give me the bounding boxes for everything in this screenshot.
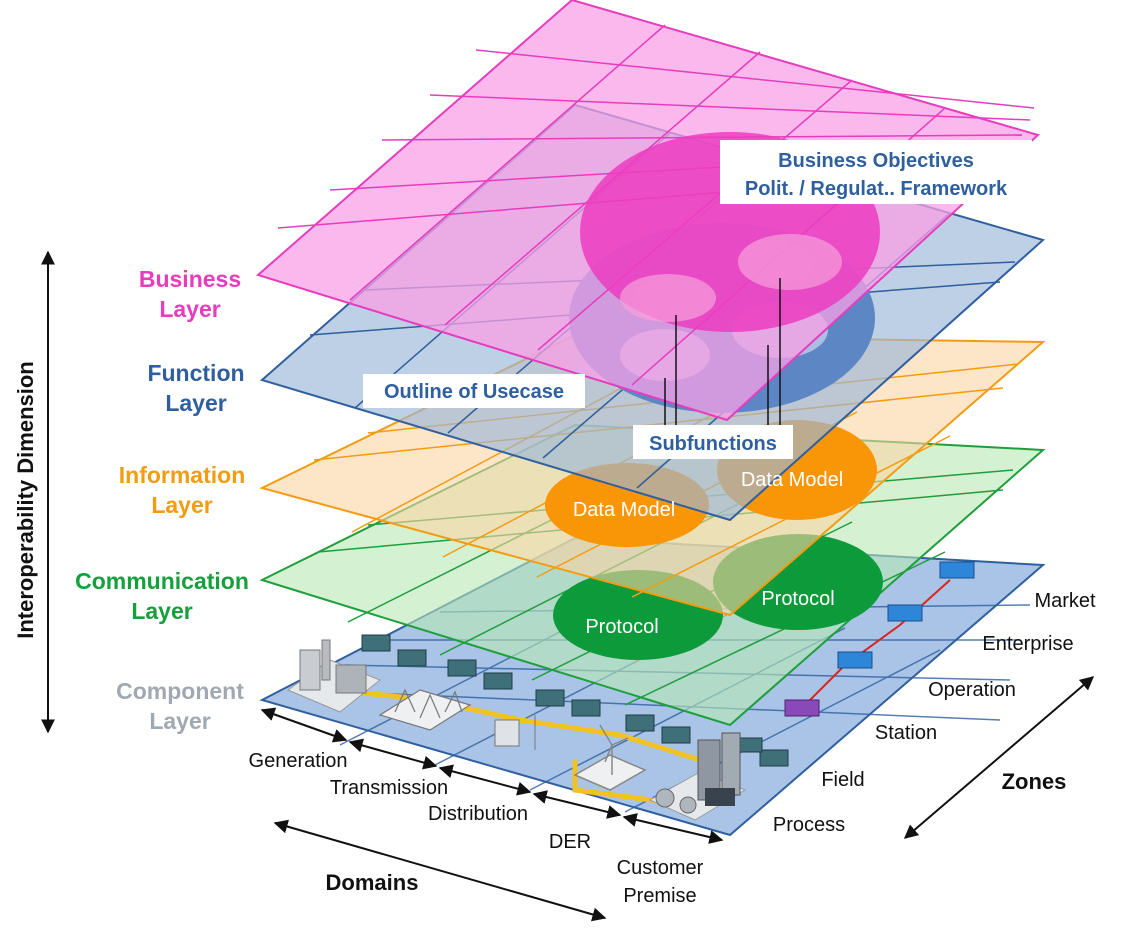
component-layer-label: Component <box>116 678 244 704</box>
layer-labels: Business Layer Function Layer Informatio… <box>75 266 249 734</box>
distribution-transformer-icon <box>494 715 536 750</box>
protocol-right-label: Protocol <box>761 588 834 610</box>
function-layer-label: Function <box>147 360 244 386</box>
interoperability-axis: Interoperability Dimension <box>13 250 55 734</box>
business-layer-label: Business <box>139 266 241 292</box>
zone-process: Process <box>773 814 845 836</box>
zone-enterprise: Enterprise <box>982 633 1073 655</box>
protocol-left-label: Protocol <box>585 616 658 638</box>
transmission-substation-icon <box>378 688 472 731</box>
business-layer-label-2: Layer <box>159 296 220 322</box>
svg-text:Polit. / Regulat.. Framework: Polit. / Regulat.. Framework <box>745 178 1008 200</box>
svg-text:Zones: Zones <box>1002 769 1067 794</box>
domain-segment-arrows <box>260 707 724 844</box>
wind-turbine-icon <box>573 724 647 791</box>
generation-plant-icon <box>286 639 381 713</box>
domain-premise: Premise <box>623 885 696 907</box>
function-layer-label-2: Layer <box>165 390 226 416</box>
domain-distribution: Distribution <box>428 803 528 825</box>
component-layer-label-2: Layer <box>149 708 210 734</box>
subfunction-connectors <box>664 278 781 425</box>
zone-field: Field <box>821 769 864 791</box>
information-layer-label: Information <box>119 462 246 488</box>
data-model-left-label: Data Model <box>573 499 675 521</box>
communication-layer-label-2: Layer <box>131 598 192 624</box>
zone-operation: Operation <box>928 679 1016 701</box>
svg-text:Domains: Domains <box>326 870 419 895</box>
domains-axis: Domains <box>273 819 607 922</box>
subfunctions-callout: Subfunctions <box>633 425 793 459</box>
zone-market: Market <box>1034 590 1096 612</box>
svg-text:Business Objectives: Business Objectives <box>778 150 974 172</box>
domain-der: DER <box>549 831 591 853</box>
domain-generation: Generation <box>249 750 348 772</box>
domain-transmission: Transmission <box>330 777 448 799</box>
information-layer-label-2: Layer <box>151 492 212 518</box>
svg-text:Outline of Usecase: Outline of Usecase <box>384 381 564 403</box>
zone-station: Station <box>875 722 937 744</box>
domain-customer: Customer <box>617 857 704 879</box>
usecase-callout: Outline of Usecase <box>363 374 585 408</box>
communication-layer-label: Communication <box>75 568 249 594</box>
business-objectives-callout: Business Objectives Polit. / Regulat.. F… <box>720 140 1032 204</box>
svg-text:Interoperability Dimension: Interoperability Dimension <box>13 361 38 639</box>
svg-text:Subfunctions: Subfunctions <box>649 433 777 455</box>
data-model-right-label: Data Model <box>741 469 843 491</box>
zones-axis: Zones <box>903 676 1095 839</box>
